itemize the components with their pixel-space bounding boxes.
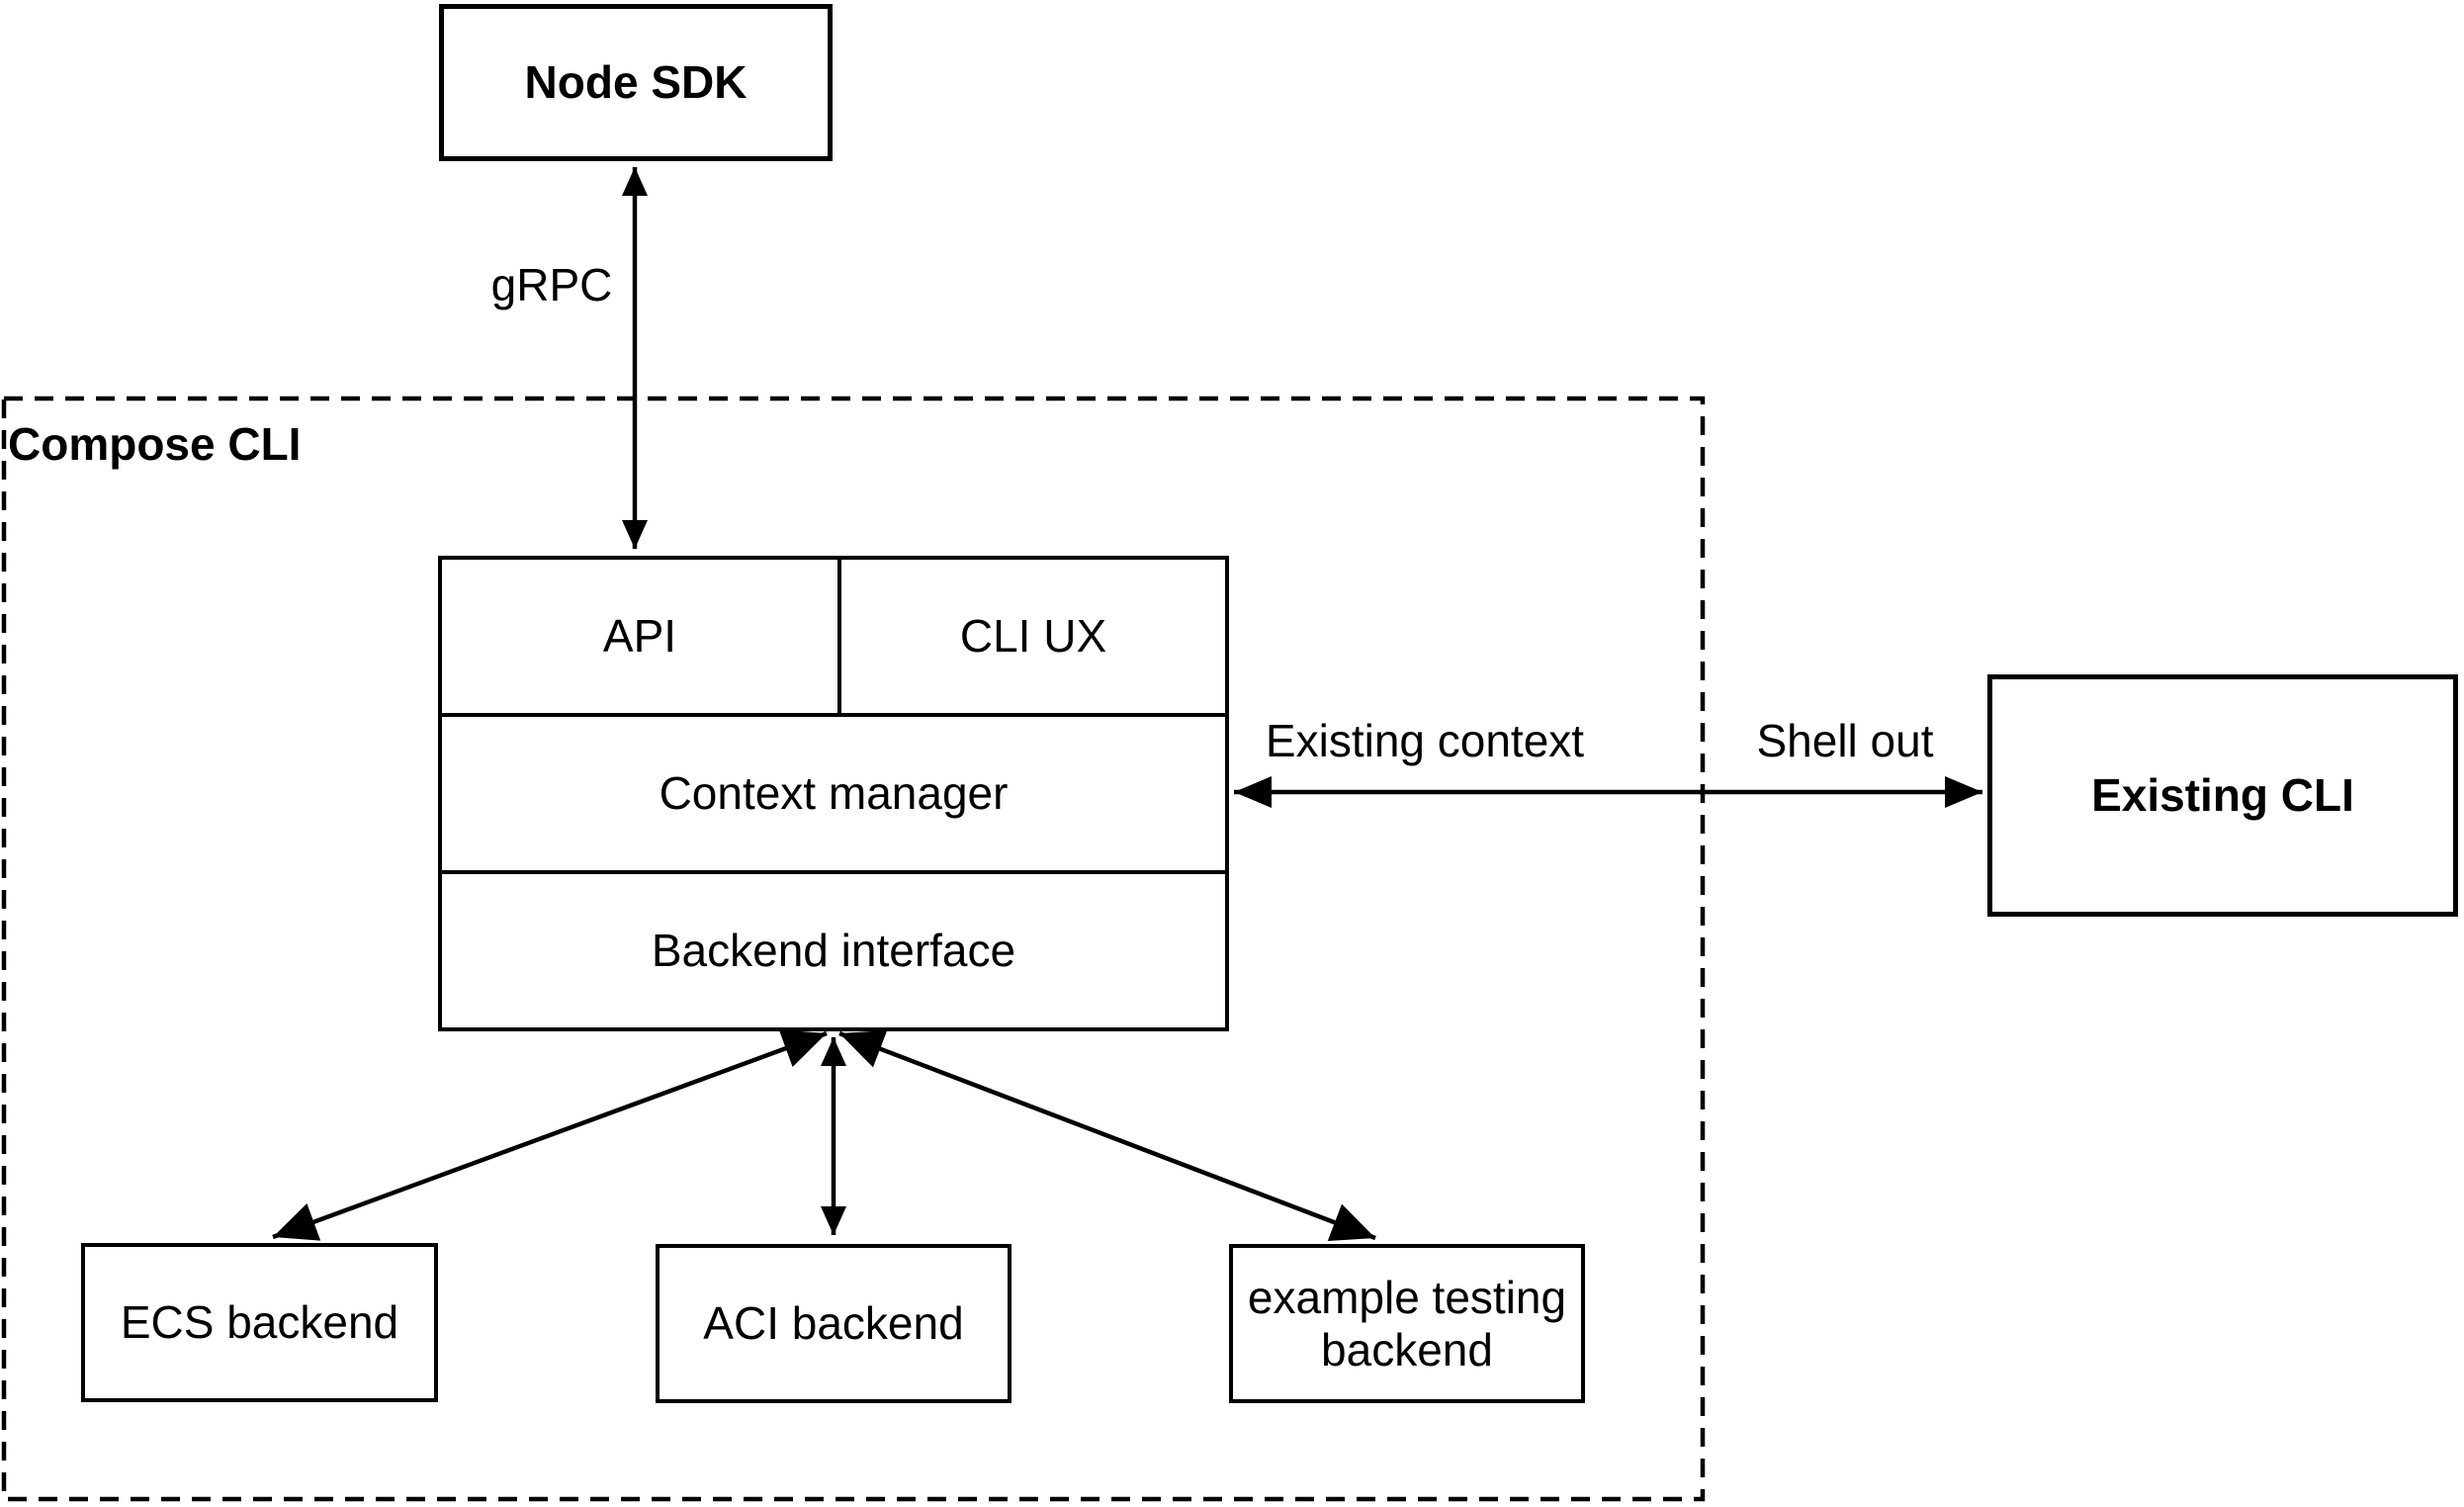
shell-out-edge-label: Shell out [1756,715,1934,766]
compose-cli-core-box: API CLI UX Context manager Backend inter… [438,556,1229,1031]
backend-interface-cell: Backend interface [442,870,1225,1027]
context-manager-cell: Context manager [442,713,1225,870]
example-testing-backend-label: example testing backend [1247,1271,1567,1375]
top-row: API CLI UX [442,560,1225,713]
aci-backend-label: ACI backend [703,1297,964,1350]
ecs-backend-label: ECS backend [120,1296,399,1349]
existing-cli-box: Existing CLI [1987,674,2458,917]
existing-cli-label: Existing CLI [2091,769,2354,822]
example-backend-arrow [838,1030,1376,1241]
cli-ux-cell: CLI UX [841,560,1225,713]
backend-interface-label: Backend interface [651,925,1016,977]
grpc-edge-label: gRPC [490,259,613,310]
compose-cli-group-label: Compose CLI [8,418,302,470]
aci-backend-box: ACI backend [656,1244,1012,1403]
api-label: API [602,610,677,663]
existing-context-edge-label: Existing context [1265,715,1585,766]
ecs-backend-box: ECS backend [81,1243,438,1402]
ecs-backend-arrow [272,1029,828,1241]
example-testing-backend-box: example testing backend [1229,1244,1585,1403]
node-sdk-label: Node SDK [524,56,748,109]
context-manager-label: Context manager [659,767,1009,820]
node-sdk-box: Node SDK [439,4,833,161]
api-cell: API [442,560,841,713]
cli-ux-label: CLI UX [959,610,1107,663]
